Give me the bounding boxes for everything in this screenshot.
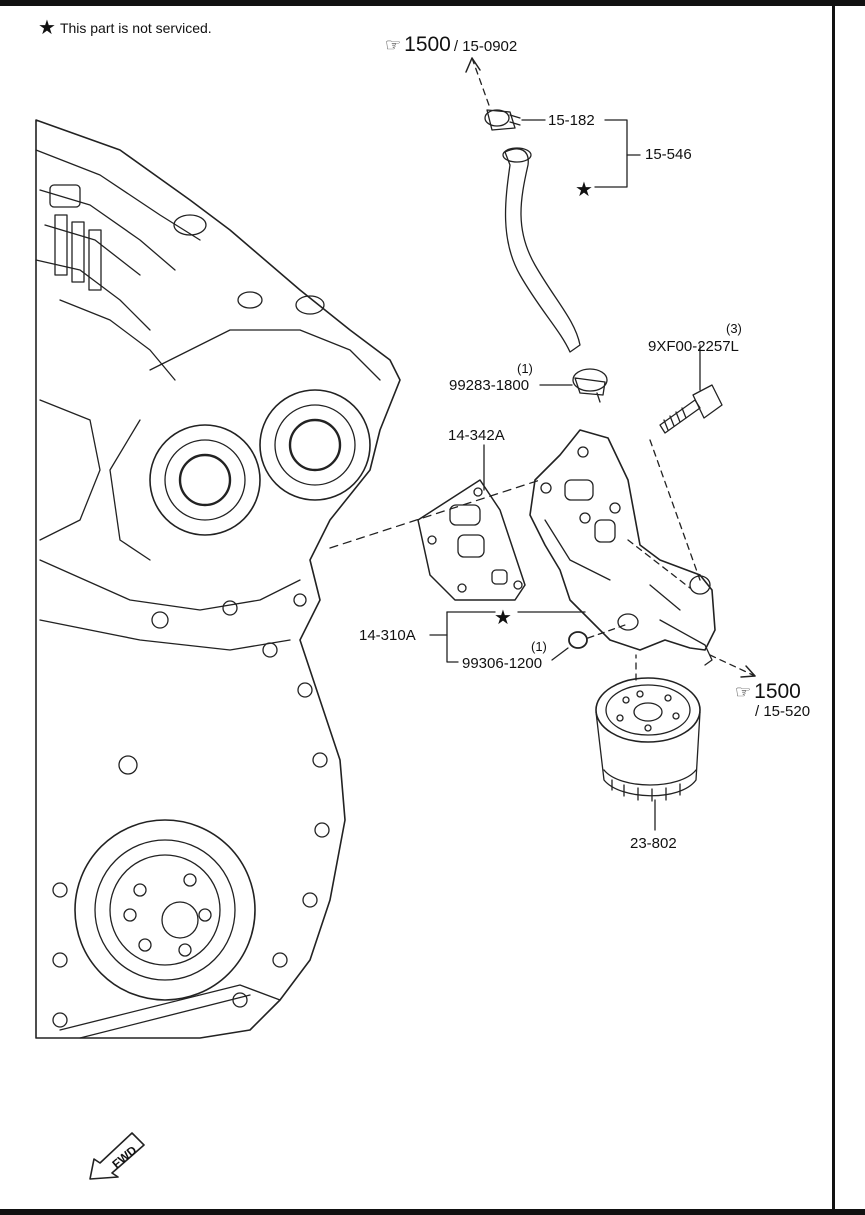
label-oil-filter[interactable]: 23-802	[630, 835, 677, 852]
reference-top[interactable]: ☞ 1500 / 15-0902	[385, 33, 518, 56]
label-hose-assembly[interactable]: 15-546	[645, 146, 692, 163]
svg-text:★: ★	[575, 177, 593, 201]
oil-filter-drawing	[595, 677, 701, 802]
hose-clamp-upper	[484, 109, 521, 131]
label-clamp-lower[interactable]: 99283-1800	[449, 377, 530, 394]
right-border	[832, 0, 835, 1215]
bottom-border	[0, 1209, 865, 1215]
bolt-drawing	[659, 384, 723, 434]
pointing-hand-icon: ☞	[735, 682, 752, 702]
label-oil-cooler[interactable]: 14-310A	[359, 627, 416, 644]
pointing-hand-icon: ☞	[385, 35, 402, 55]
reference-right-sub[interactable]: / 15-520	[755, 703, 811, 720]
engine-block-drawing	[35, 119, 401, 1039]
label-o-ring-qty: (1)	[531, 639, 547, 654]
star-icon: ★	[38, 17, 56, 39]
reference-right[interactable]: ☞ 1500	[735, 680, 801, 703]
o-ring-drawing	[568, 631, 588, 649]
label-o-ring[interactable]: 99306-1200	[462, 655, 543, 672]
not-serviced-note: ★ This part is not serviced.	[38, 18, 212, 38]
label-bolt-qty: (3)	[726, 321, 742, 336]
gasket-drawing	[417, 479, 526, 601]
top-border	[0, 0, 865, 6]
label-bolt[interactable]: 9XF00-2257L	[648, 338, 739, 355]
label-clamp-lower-qty: (1)	[517, 361, 533, 376]
oil-hose	[504, 148, 581, 353]
hose-clamp-lower	[572, 368, 608, 403]
oil-cooler-drawing	[529, 429, 716, 666]
label-clamp-upper[interactable]: 15-182	[548, 112, 595, 129]
forward-arrow-icon: FWD	[89, 1132, 145, 1180]
label-gasket[interactable]: 14-342A	[448, 427, 505, 444]
note-text: This part is not serviced.	[59, 20, 212, 36]
svg-text:★: ★	[494, 605, 512, 629]
